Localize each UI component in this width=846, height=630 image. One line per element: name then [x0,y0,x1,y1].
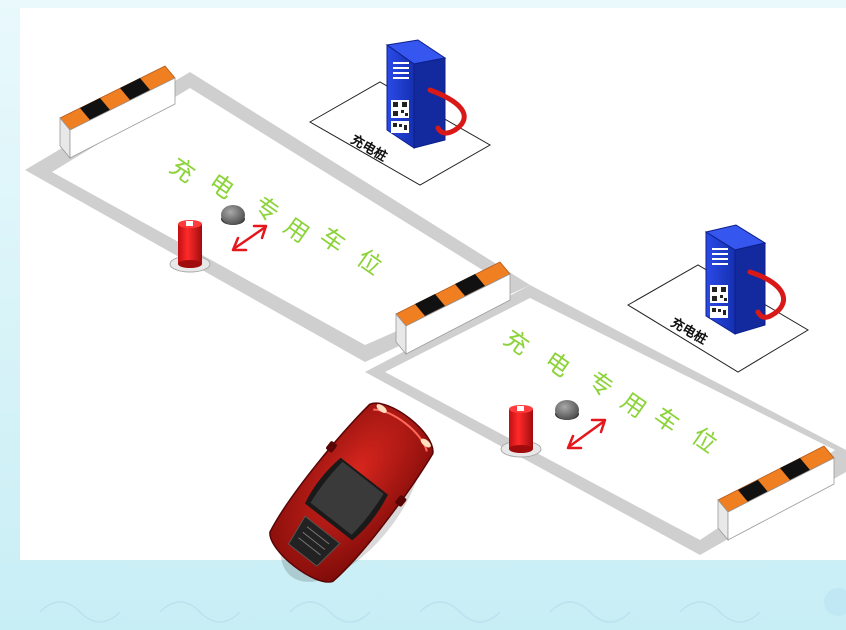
bay-1-surface [52,88,505,345]
double-arrow-icon [566,418,607,450]
bollard-icon [500,405,542,458]
parking-barrier-icon [395,261,511,356]
parking-bay-1 [25,72,530,362]
vehicle-sensor-icon [555,400,579,420]
charging-cable [747,269,787,320]
parking-barrier-icon [59,65,176,160]
charging-cable [427,87,467,136]
background-swirls [39,588,846,623]
parking-barrier-icon [717,445,835,542]
vehicle-sensor-icon [221,205,245,225]
charging-station-icon [704,224,787,335]
bay-2-surface [385,298,835,540]
red-sports-car-icon [269,402,434,583]
double-arrow-icon [231,224,268,252]
charging-station-icon [385,39,467,149]
bollard-icon [169,220,211,273]
